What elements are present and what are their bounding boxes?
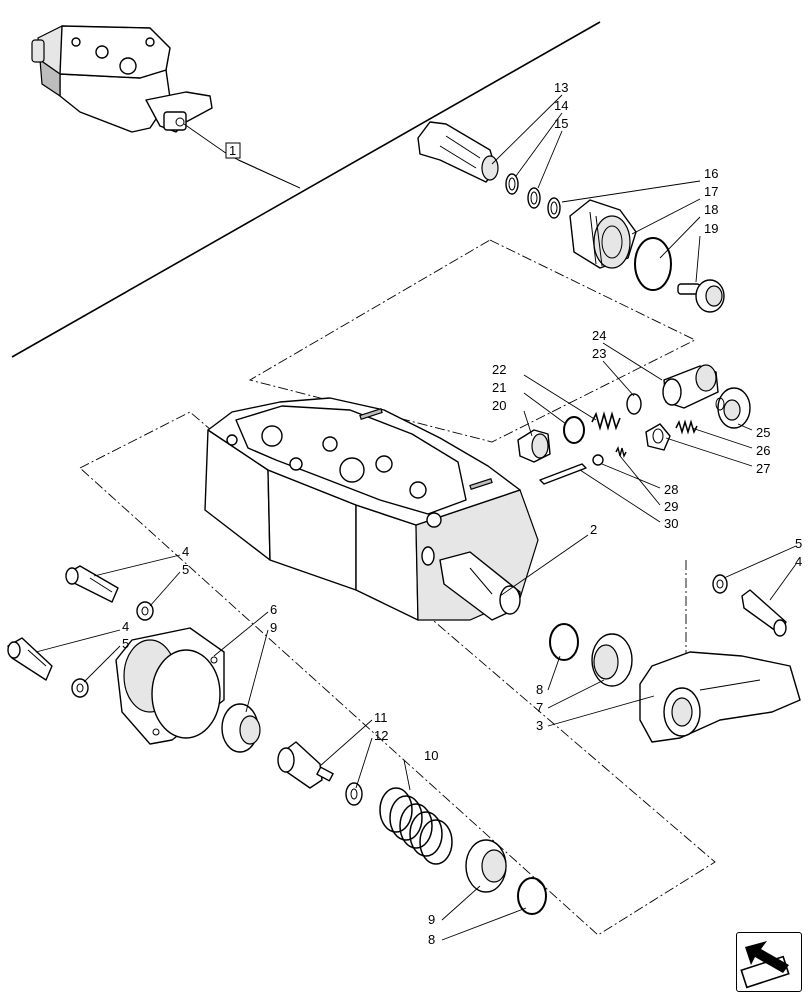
callout-21: 21 (492, 380, 506, 395)
spring-part-10 (379, 787, 453, 865)
spring-part-26 (675, 419, 698, 435)
callout-3: 3 (536, 718, 543, 733)
o-ring-part-21 (563, 416, 585, 444)
callout-box-1: 1 (183, 123, 301, 189)
callout-5-upper: 5 (182, 562, 189, 577)
callout-7: 7 (536, 700, 543, 715)
callout-18: 18 (704, 202, 718, 217)
callout-19: 19 (704, 221, 718, 236)
callout-22: 22 (492, 362, 506, 377)
callout-26: 26 (756, 443, 770, 458)
detent-spool-part-13 (417, 121, 499, 183)
callout-25: 25 (756, 425, 770, 440)
cap-part-17 (569, 199, 637, 269)
ball-part-28 (592, 454, 604, 466)
washer-part-5-lower (71, 678, 89, 698)
callout-8-lower: 8 (428, 932, 435, 947)
callout-20: 20 (492, 398, 506, 413)
cap-part-25 (715, 387, 751, 429)
callout-14: 14 (554, 98, 568, 113)
callout-17: 17 (704, 184, 718, 199)
circlip-part-14 (505, 173, 519, 195)
bolt-part-4-upper (65, 565, 119, 603)
callout-30: 30 (664, 516, 678, 531)
callout-15: 15 (554, 116, 568, 131)
callout-4-upper: 4 (182, 544, 189, 559)
callout-1-text: 1 (229, 143, 236, 158)
o-ring-part-18 (634, 237, 672, 291)
snap-ring-part-16 (547, 197, 561, 219)
washer-part-5-right (712, 574, 728, 594)
callout-13: 13 (554, 80, 568, 95)
washer-part-12 (345, 782, 363, 806)
valve-body (204, 397, 539, 621)
callout-28: 28 (664, 482, 678, 497)
leader-lines (35, 94, 797, 941)
circlip-part-15 (527, 187, 541, 209)
plug-part-20 (517, 429, 551, 463)
callout-29: 29 (664, 499, 678, 514)
callout-2: 2 (590, 522, 597, 537)
callout-16: 16 (704, 166, 718, 181)
callout-27: 27 (756, 461, 770, 476)
plug-part-19 (677, 279, 725, 313)
page-back-arrow-icon[interactable] (736, 932, 802, 992)
washer-part-5-upper (136, 601, 154, 621)
ring-part-23 (626, 393, 642, 415)
bolt-part-4-right (741, 589, 787, 637)
seal-part-9-lower (465, 839, 507, 893)
callout-12: 12 (374, 728, 388, 743)
callout-9-lower: 9 (428, 912, 435, 927)
callout-labels: 13 14 15 16 17 18 19 24 23 22 21 20 25 2… (122, 80, 802, 947)
callout-9-upper: 9 (270, 620, 277, 635)
spring-part-29 (615, 445, 627, 459)
callout-4-lower: 4 (122, 619, 129, 634)
o-ring-part-8-lower (517, 877, 547, 915)
o-ring-part-8-right (549, 623, 579, 661)
callout-6: 6 (270, 602, 277, 617)
seal-part-9-upper (221, 703, 261, 753)
callout-4-right: 4 (795, 554, 802, 569)
bolt-part-4-lower (7, 637, 53, 681)
callout-11: 11 (374, 710, 388, 725)
inset-divider (11, 21, 601, 358)
seat-part-27 (645, 423, 671, 451)
callout-5-lower: 5 (122, 636, 129, 651)
sleeve-part-24 (662, 364, 719, 409)
pin-part-30 (539, 463, 587, 485)
back-arrow-glyph (740, 941, 790, 989)
cap-part-3 (639, 651, 801, 743)
cover-part-6 (115, 627, 225, 745)
callout-5-right: 5 (795, 536, 802, 551)
callout-23: 23 (592, 346, 606, 361)
callout-8-right: 8 (536, 682, 543, 697)
callout-24: 24 (592, 328, 606, 343)
seal-part-7 (591, 633, 633, 687)
spring-part-22 (591, 411, 621, 431)
spring-seat-part-11 (277, 741, 334, 789)
inset-valve-thumbnail[interactable] (31, 25, 213, 133)
callout-10: 10 (424, 748, 438, 763)
